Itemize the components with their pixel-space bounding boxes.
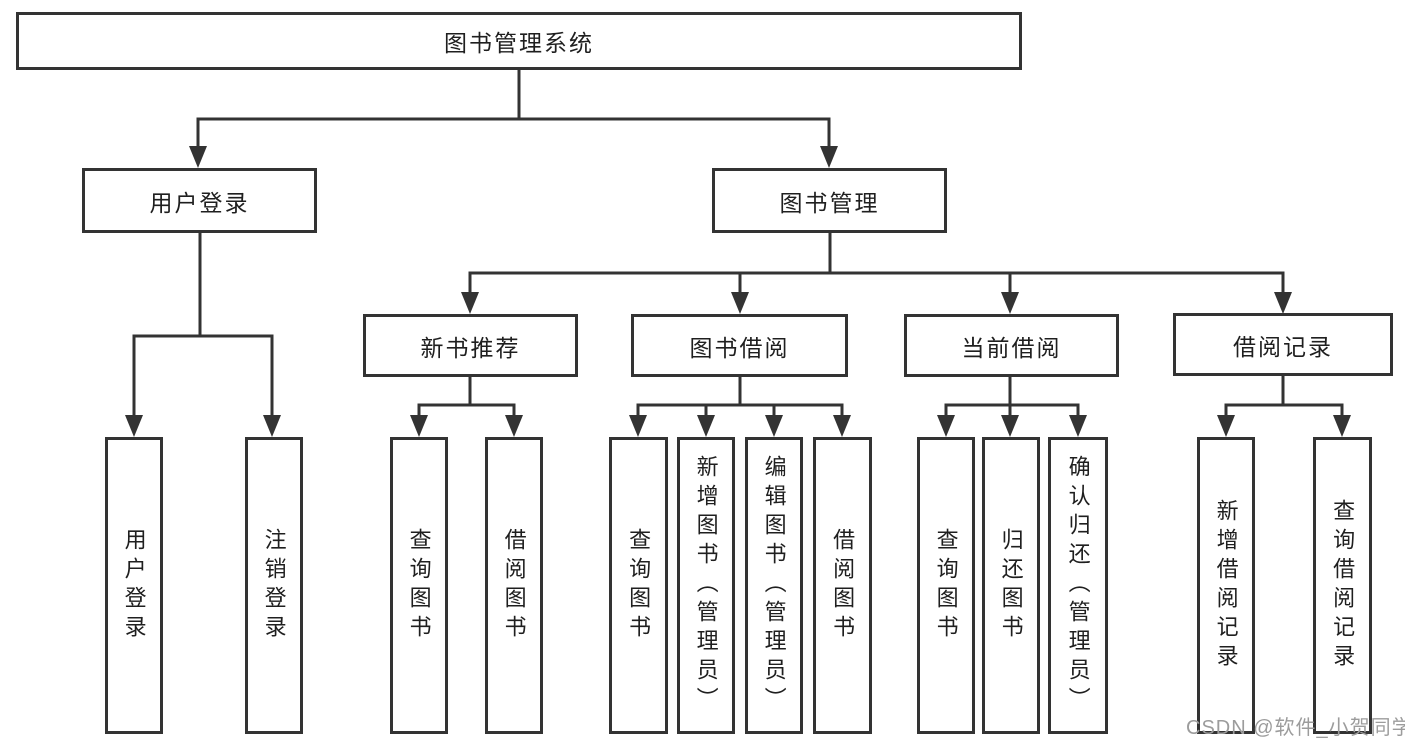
leaf-user-login: 用户登录: [105, 437, 163, 734]
leaf-label: 查询借阅记录: [1330, 498, 1356, 673]
leaf-borrow-books-recommend: 借阅图书: [485, 437, 543, 734]
node-label: 用户登录: [149, 189, 250, 216]
leaf-query-books-current: 查询图书: [917, 437, 975, 734]
leaf-label: 借阅图书: [501, 527, 527, 644]
leaf-label: 确认归还（管理员）: [1065, 455, 1091, 716]
leaf-confirm-return-admin: 确认归还（管理员）: [1048, 437, 1108, 734]
leaf-query-books-recommend: 查询图书: [390, 437, 448, 734]
leaf-return-books: 归还图书: [982, 437, 1040, 734]
leaf-label: 新增图书（管理员）: [693, 455, 719, 716]
node-book-borrow: 图书借阅: [631, 314, 848, 377]
node-new-book-recommend: 新书推荐: [363, 314, 578, 377]
node-user-login: 用户登录: [82, 168, 317, 233]
leaf-label: 编辑图书（管理员）: [761, 455, 787, 716]
leaf-add-borrow-record: 新增借阅记录: [1197, 437, 1255, 734]
leaf-add-books-admin: 新增图书（管理员）: [677, 437, 735, 734]
leaf-label: 查询图书: [933, 527, 959, 644]
leaf-label: 查询图书: [406, 527, 432, 644]
leaf-label: 注销登录: [261, 527, 287, 644]
leaf-label: 新增借阅记录: [1213, 498, 1239, 673]
node-label: 借阅记录: [1233, 333, 1333, 360]
node-library-management-system: 图书管理系统: [16, 12, 1022, 70]
node-current-borrow: 当前借阅: [904, 314, 1119, 377]
node-label: 图书借阅: [689, 334, 790, 361]
node-borrow-record: 借阅记录: [1173, 313, 1393, 376]
leaf-label: 归还图书: [998, 527, 1024, 644]
csdn-watermark: CSDN @软件_小贺同学: [1186, 717, 1405, 739]
leaf-borrow-books: 借阅图书: [813, 437, 872, 734]
node-label: 当前借阅: [961, 334, 1062, 361]
leaf-logout: 注销登录: [245, 437, 303, 734]
leaf-query-borrow-record: 查询借阅记录: [1313, 437, 1372, 734]
node-book-management: 图书管理: [712, 168, 947, 233]
arrowheads: [125, 146, 1351, 437]
leaf-label: 查询图书: [626, 527, 652, 644]
leaf-query-books-borrow: 查询图书: [609, 437, 668, 734]
leaf-label: 用户登录: [121, 527, 147, 644]
leaf-edit-books-admin: 编辑图书（管理员）: [745, 437, 803, 734]
leaf-label: 借阅图书: [830, 527, 856, 644]
node-label: 新书推荐: [420, 334, 521, 361]
node-label: 图书管理: [779, 189, 880, 216]
connector-paths: [132, 69, 1344, 418]
node-label: 图书管理系统: [444, 30, 594, 56]
